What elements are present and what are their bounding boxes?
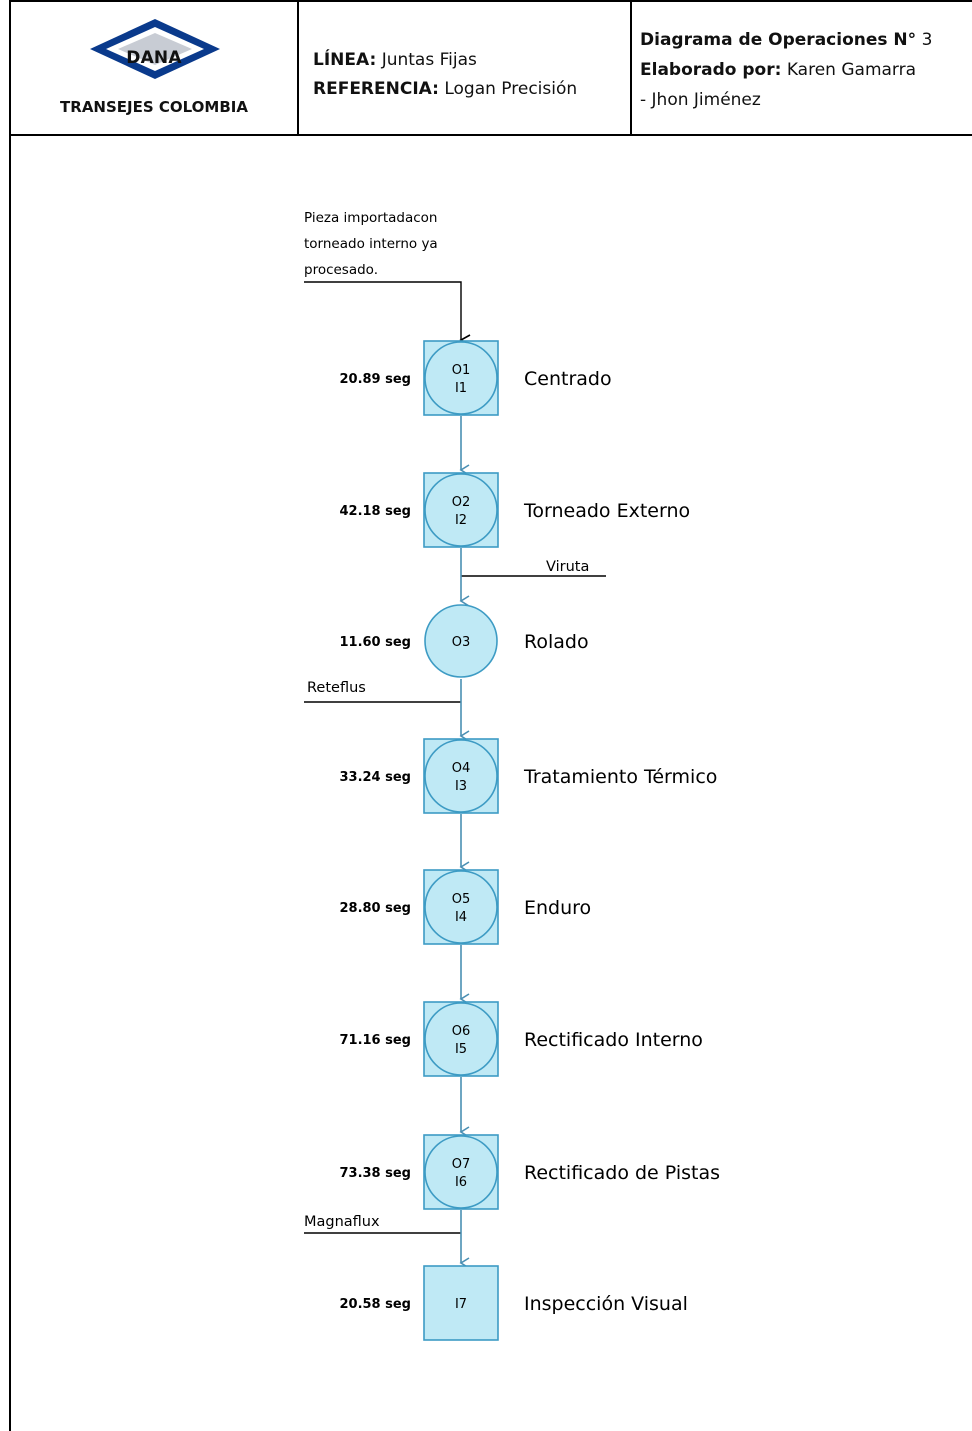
step-inspection-code: I3 — [455, 779, 467, 794]
logo-company: TRANSEJES COLOMBIA — [60, 98, 248, 116]
step-symbol-code: I7 — [455, 1297, 467, 1312]
step-name: Tratamiento Térmico — [523, 766, 717, 788]
step-name: Inspección Visual — [524, 1293, 688, 1315]
step-symbol-code: O4 — [452, 761, 471, 776]
inspection-square-icon — [423, 1265, 499, 1341]
elaborado-row: Elaborado por: Karen Gamarra — [640, 58, 916, 83]
input-note-line-3: procesado. — [304, 262, 378, 278]
step-symbol-code: O1 — [452, 363, 471, 378]
step-symbol-code: O6 — [452, 1024, 471, 1039]
step-inspection-code: I4 — [455, 910, 467, 925]
step-name: Torneado Externo — [523, 500, 690, 522]
step-inspection-code: I6 — [455, 1175, 467, 1190]
elaborado-label: Elaborado por: — [640, 60, 782, 80]
input-arrow — [304, 281, 471, 346]
step-time: 20.58 seg — [339, 1297, 411, 1312]
process-step: O3 11.60 seg Rolado — [339, 604, 589, 678]
linea-label: LÍNEA: — [313, 50, 377, 70]
step-name: Centrado — [524, 368, 612, 390]
reteflus-label: Reteflus — [307, 680, 366, 696]
step-name: Rectificado de Pistas — [524, 1162, 720, 1184]
input-note-line-2: torneado interno ya — [304, 236, 438, 252]
magnaflux-label: Magnaflux — [304, 1214, 380, 1230]
step-symbol-code: O3 — [452, 635, 471, 650]
operation-circle-icon — [424, 739, 498, 813]
step-time: 73.38 seg — [339, 1166, 411, 1181]
referencia-row: REFERENCIA: Logan Precisión — [313, 77, 577, 102]
step-time: 11.60 seg — [339, 635, 411, 650]
step-name: Enduro — [524, 897, 591, 919]
step-inspection-code: I1 — [455, 381, 467, 396]
step-inspection-code: I5 — [455, 1042, 467, 1057]
line-cell: LÍNEA: Juntas Fijas REFERENCIA: Logan Pr… — [299, 0, 632, 136]
logo-cell: DANA TRANSEJES COLOMBIA — [9, 0, 299, 136]
linea-value: Juntas Fijas — [381, 50, 477, 70]
operation-circle-icon — [424, 473, 498, 547]
step-time: 71.16 seg — [339, 1033, 411, 1048]
diagram-label: Diagrama de Operaciones N° — [640, 30, 917, 50]
page-frame — [9, 0, 972, 1431]
step-time: 42.18 seg — [339, 504, 411, 519]
elaborado-row-2: - Jhon Jiménez — [640, 88, 761, 113]
operation-circle-icon — [424, 1002, 498, 1076]
linea-row: LÍNEA: Juntas Fijas — [313, 48, 477, 73]
logo-brand: DANA — [126, 48, 182, 68]
diagram-row: Diagrama de Operaciones N° 3 — [640, 28, 932, 53]
input-note-line-1: Pieza importadacon — [304, 210, 437, 226]
step-time: 20.89 seg — [339, 372, 411, 387]
viruta-label: Viruta — [546, 559, 589, 575]
meta-cell: Diagrama de Operaciones N° 3 Elaborado p… — [632, 0, 972, 136]
step-symbol-code: O5 — [452, 892, 471, 907]
elaborado-value-2: - Jhon Jiménez — [640, 90, 761, 110]
process-step: I7 20.58 seg Inspección Visual — [339, 1265, 688, 1341]
step-name: Rectificado Interno — [524, 1029, 703, 1051]
step-time: 33.24 seg — [339, 770, 411, 785]
step-name: Rolado — [524, 631, 589, 653]
elaborado-value-1: Karen Gamarra — [786, 60, 917, 80]
referencia-label: REFERENCIA: — [313, 79, 439, 99]
operation-circle-icon — [424, 1135, 498, 1209]
header: DANA TRANSEJES COLOMBIA LÍNEA: Juntas Fi… — [9, 0, 972, 136]
diagram-number: 3 — [921, 30, 933, 50]
step-inspection-code: I2 — [455, 513, 467, 528]
referencia-value: Logan Precisión — [444, 79, 578, 99]
step-symbol-code: O7 — [452, 1157, 471, 1172]
dana-logo-icon — [90, 19, 220, 79]
step-symbol-code: O2 — [452, 495, 471, 510]
operation-circle-icon — [424, 870, 498, 944]
step-time: 28.80 seg — [339, 901, 411, 916]
operation-circle-icon — [424, 604, 498, 678]
operation-circle-icon — [424, 341, 498, 415]
